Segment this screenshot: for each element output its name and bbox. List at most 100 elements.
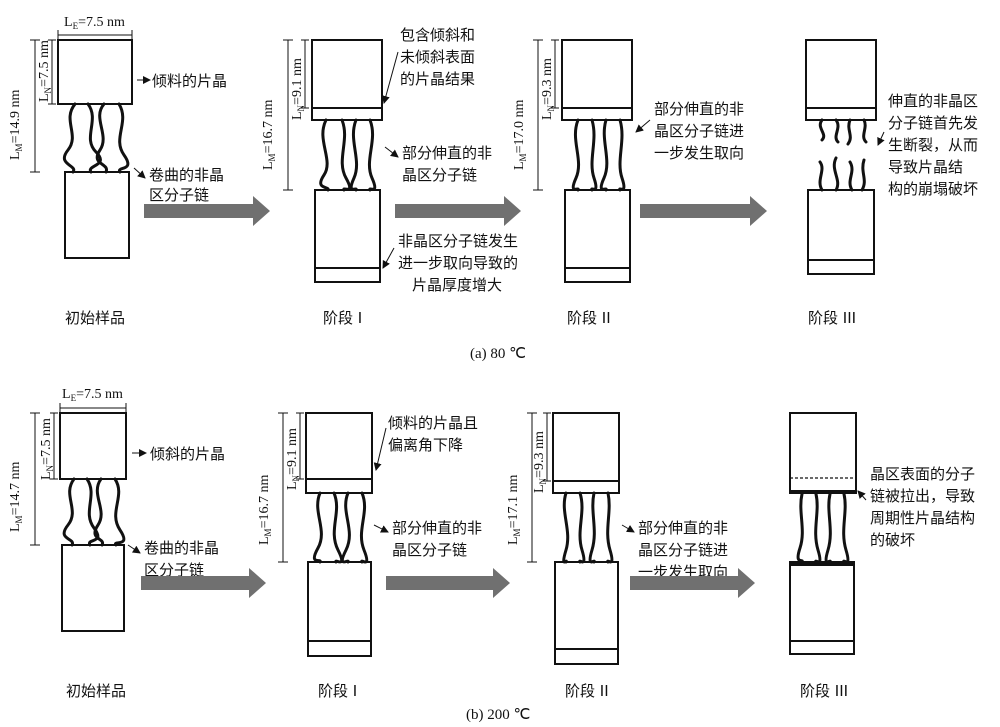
upper-crystal bbox=[552, 412, 620, 494]
ln-label: LN=7.5 nm bbox=[37, 40, 53, 102]
ln-label: LN=9.3 nm bbox=[532, 431, 548, 493]
amorphous-chain bbox=[62, 102, 77, 174]
pointer-arrow bbox=[635, 119, 651, 133]
pointer-arrow bbox=[857, 490, 867, 501]
lower-crystal bbox=[807, 189, 875, 275]
pointer-arrow bbox=[621, 524, 635, 533]
amorphous-chain bbox=[349, 118, 359, 192]
stage-label: 阶段 III bbox=[808, 309, 856, 327]
stage-b1: LM=16.7 nm LN=9.1 nm 倾料的片晶且 偏离角下降 部分伸直的非… bbox=[257, 412, 482, 700]
stage-b3: 晶区表面的分子 链被拉出，导致 周期性片晶结构 的破坏 阶段 III bbox=[789, 412, 975, 700]
pointer-arrow bbox=[373, 427, 387, 471]
amorphous-chain bbox=[93, 477, 105, 547]
note-text: 晶区分子链进 bbox=[654, 122, 744, 140]
process-arrow bbox=[640, 196, 767, 226]
amorphous-chain bbox=[367, 118, 377, 192]
broken-chain-lower bbox=[818, 160, 824, 192]
ln-label: LN=9.1 nm bbox=[285, 428, 301, 490]
pointer-arrow bbox=[127, 544, 141, 554]
upper-crystal bbox=[789, 412, 857, 494]
pointer-arrow bbox=[382, 247, 395, 269]
note-text: 晶区分子链进 bbox=[638, 541, 728, 559]
upper-crystal bbox=[311, 39, 383, 121]
note-text: 的片晶结果 bbox=[400, 70, 475, 88]
pointer-arrow bbox=[877, 131, 885, 146]
broken-chain-upper bbox=[846, 118, 852, 146]
upper-crystal bbox=[305, 412, 373, 494]
pointer-arrow bbox=[373, 524, 389, 533]
amorphous-chain bbox=[340, 491, 351, 564]
lower-crystal bbox=[789, 561, 855, 655]
amorphous-chain bbox=[814, 492, 822, 564]
amorphous-chain bbox=[359, 491, 369, 564]
broken-chain-lower bbox=[860, 158, 866, 192]
broken-chain-lower bbox=[832, 156, 840, 192]
lower-crystal bbox=[314, 189, 381, 283]
amorphous-chain bbox=[86, 102, 102, 174]
amorphous-chain bbox=[571, 118, 581, 192]
note-text: 区分子链 bbox=[149, 186, 209, 204]
panel-a: LE=7.5 nm LM=14.9 nm LN=7.5 nm 倾料的片晶 卷曲的… bbox=[8, 15, 978, 362]
note-text: 倾料的片晶且 bbox=[388, 414, 478, 432]
note-text: 偏离角下降 bbox=[388, 436, 463, 454]
broken-chain-upper bbox=[834, 118, 840, 144]
amorphous-chain bbox=[62, 477, 76, 547]
process-arrow bbox=[144, 196, 270, 226]
stage-a0: LE=7.5 nm LM=14.9 nm LN=7.5 nm 倾料的片晶 卷曲的… bbox=[8, 15, 227, 327]
ln-label: LN=9.1 nm bbox=[290, 58, 306, 120]
note-text: 晶区表面的分子 bbox=[870, 465, 975, 483]
upper-crystal bbox=[59, 412, 127, 480]
note-text: 进一步取向导致的 bbox=[398, 254, 518, 272]
amorphous-chain bbox=[85, 477, 100, 547]
upper-crystal bbox=[805, 39, 877, 121]
lower-crystal bbox=[61, 544, 125, 632]
note-text: 非晶区分子链发生 bbox=[398, 232, 518, 250]
panel-caption: (b) 200 ℃ bbox=[466, 707, 530, 723]
process-arrow bbox=[141, 568, 266, 598]
note-text: 片晶厚度增大 bbox=[412, 276, 502, 294]
amorphous-chain bbox=[606, 491, 614, 564]
pointer-arrow bbox=[384, 146, 399, 158]
stage-label: 阶段 I bbox=[323, 309, 362, 327]
note-text: 部分伸直的非 bbox=[402, 144, 492, 162]
lm-label: LM=14.7 nm bbox=[8, 462, 24, 532]
note-text: 伸直的非晶区 bbox=[888, 92, 978, 110]
note-text: 卷曲的非晶 bbox=[144, 539, 219, 557]
process-arrow bbox=[630, 568, 755, 598]
pointer-arrow bbox=[133, 167, 146, 179]
stage-b0: LE=7.5 nm LM=14.7 nm LN=7.5 nm 倾斜的片晶 卷曲的… bbox=[8, 387, 225, 700]
amorphous-chain bbox=[117, 102, 130, 174]
amorphous-chain bbox=[842, 492, 850, 564]
stage-label: 初始样品 bbox=[66, 682, 126, 700]
amorphous-chain bbox=[578, 491, 586, 564]
amorphous-chain bbox=[824, 492, 832, 564]
lower-crystal bbox=[64, 171, 130, 259]
stage-label: 初始样品 bbox=[65, 309, 125, 327]
stage-a3: 伸直的非晶区 分子链首先发 生断裂，从而 导致片晶结 构的崩塌破坏 阶段 III bbox=[805, 39, 978, 327]
amorphous-chain bbox=[319, 118, 330, 192]
note-text: 部分伸直的非 bbox=[638, 519, 728, 537]
amorphous-chain bbox=[599, 118, 609, 192]
amorphous-chain bbox=[95, 102, 108, 174]
note-text: 生断裂，从而 bbox=[888, 136, 978, 154]
lower-crystal bbox=[564, 189, 631, 283]
lm-label: LM=16.7 nm bbox=[257, 475, 273, 545]
stage-b2: LM=17.1 nm LN=9.3 nm 部分伸直的非 晶区分子链进 一步发生取… bbox=[506, 412, 728, 700]
note-text: 导致片晶结 bbox=[888, 158, 963, 176]
pulled-out-surface-layer bbox=[789, 561, 855, 566]
lower-crystal bbox=[554, 561, 619, 665]
panel-caption: (a) 80 ℃ bbox=[470, 346, 526, 362]
stage-a2: LM=17.0 nm LN=9.3 nm 部分伸直的非 晶区分子链进 一步发生取… bbox=[512, 39, 744, 327]
note-text: 倾斜的片晶 bbox=[150, 445, 225, 463]
stage-label: 阶段 I bbox=[318, 682, 357, 700]
lm-label: LM=14.9 nm bbox=[8, 90, 24, 160]
note-text: 周期性片晶结构 bbox=[870, 509, 975, 527]
lm-label: LM=16.7 nm bbox=[261, 100, 277, 170]
amorphous-chain bbox=[796, 492, 804, 564]
pointer-arrow bbox=[381, 51, 399, 104]
note-text: 的破坏 bbox=[870, 531, 915, 549]
process-arrow bbox=[386, 568, 510, 598]
note-text: 晶区分子链 bbox=[392, 541, 467, 559]
panel-b: LE=7.5 nm LM=14.7 nm LN=7.5 nm 倾斜的片晶 卷曲的… bbox=[8, 387, 975, 723]
